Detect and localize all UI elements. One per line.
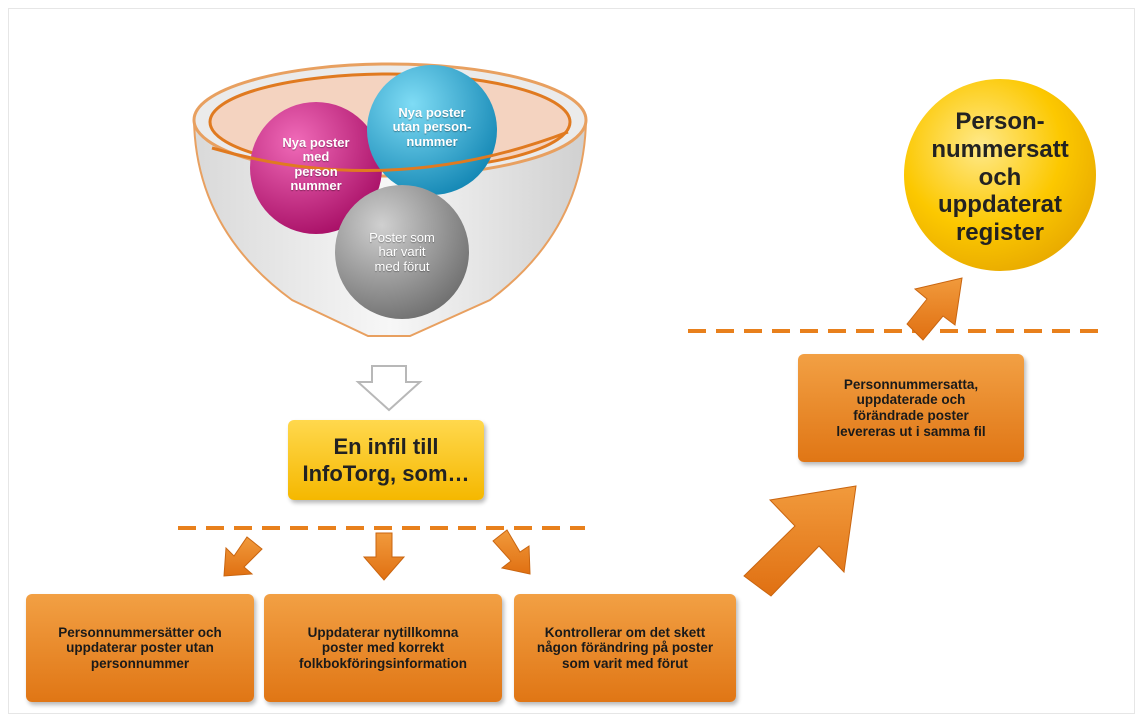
slide-frame <box>8 8 1135 714</box>
result-label: Person- nummersatt och uppdaterat regist… <box>931 108 1069 247</box>
bubble-cyan-label: Nya poster utan person- nummer <box>392 105 472 149</box>
arrow-down-right <box>492 529 531 575</box>
funnel-rim-front <box>211 130 569 172</box>
arrow-up-right-result <box>906 277 963 341</box>
arrow-down-center <box>362 532 406 581</box>
result-circle <box>904 79 1096 271</box>
step-box-1: Personnummersätter och uppdaterar poster… <box>26 594 254 702</box>
big-arrow-up-right <box>743 485 857 597</box>
bubble-gray <box>335 185 469 319</box>
delivery-box: Personnummersatta, uppdaterade och förän… <box>798 354 1024 462</box>
step-box-2: Uppdaterar nytillkomna poster med korrek… <box>264 594 502 702</box>
bubble-gray-label: Poster som har varit med förut <box>369 230 435 274</box>
arrow-down-left <box>223 536 263 577</box>
down-arrow-white <box>355 365 423 412</box>
bubble-magenta-label: Nya poster med person nummer <box>282 135 350 193</box>
step-box-3: Kontrollerar om det skett någon förändri… <box>514 594 736 702</box>
infil-box: En infil till InfoTorg, som… <box>288 420 484 500</box>
